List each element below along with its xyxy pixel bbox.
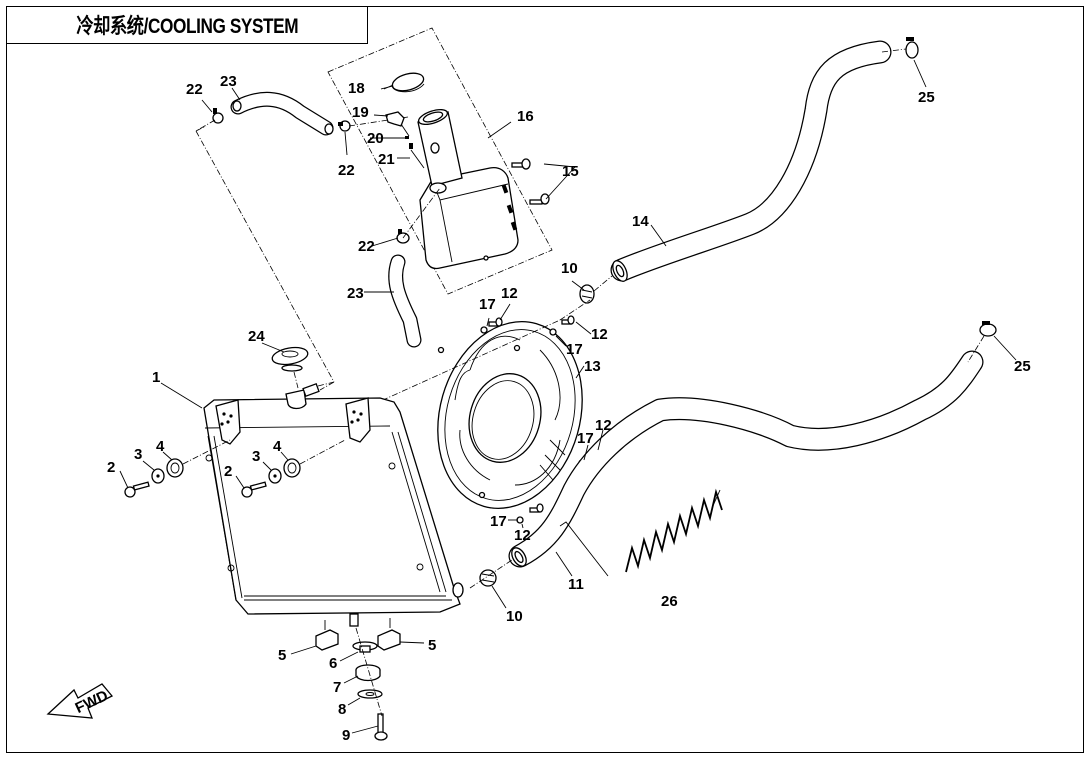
callout-23b: 23: [347, 285, 364, 302]
washer-3a: [151, 468, 165, 484]
callout-15: 15: [562, 163, 579, 180]
cooling-fan-13: [437, 321, 583, 509]
hose-clamp-10b: [479, 569, 497, 587]
overflow-hose-bottom: [388, 254, 422, 348]
callout-labels: 1 2 3 4 2 3 4 24 5 5 6 7 8 9 10 11 26 13…: [107, 73, 1031, 744]
tank-group-boundary: [327, 27, 553, 295]
callout-25a: 25: [918, 89, 935, 106]
rubber-mount-5b: [377, 629, 401, 651]
callout-24: 24: [248, 328, 265, 345]
callout-22a: 22: [186, 81, 203, 98]
nut-17b: [549, 328, 557, 336]
callout-26: 26: [661, 593, 678, 610]
callout-12b: 12: [591, 326, 608, 343]
callout-22c: 22: [358, 238, 375, 255]
spring-26: [625, 488, 723, 573]
overflow-hose-top: [230, 91, 334, 136]
callout-10a: 10: [561, 260, 578, 277]
hose-clamp-25a: [905, 37, 919, 59]
callout-9: 9: [342, 727, 350, 744]
callout-7: 7: [333, 679, 341, 696]
callout-3a: 3: [134, 446, 142, 463]
rubber-mount-5a: [315, 629, 339, 651]
callout-5b: 5: [428, 637, 436, 654]
callout-18: 18: [348, 80, 365, 97]
washer-8: [357, 689, 383, 699]
hose-group-boundary: [195, 130, 335, 383]
bolt-15a: [511, 158, 531, 170]
callout-3b: 3: [252, 448, 260, 465]
callout-16: 16: [517, 108, 534, 125]
callout-5a: 5: [278, 647, 286, 664]
hose-clamp-25b: [979, 321, 997, 337]
callout-25b: 25: [1014, 358, 1031, 375]
callout-4a: 4: [156, 438, 165, 455]
radiator-1: [203, 383, 464, 627]
bolt-15b: [529, 193, 550, 205]
callout-17b: 17: [566, 341, 583, 358]
callout-6: 6: [329, 655, 337, 672]
hose-clip-22b: [338, 120, 351, 132]
forward-arrow-icon: FWD: [46, 683, 114, 719]
leader-lines: [119, 59, 1017, 734]
callout-10b: 10: [506, 608, 523, 625]
callout-17c: 17: [577, 430, 594, 447]
radiator-cap-24: [271, 346, 309, 372]
callout-17d: 17: [490, 513, 507, 530]
callout-2b: 2: [224, 463, 232, 480]
nut-17a: [480, 326, 488, 334]
callout-8: 8: [338, 701, 346, 718]
callout-12a: 12: [501, 285, 518, 302]
title-box: 冷却系统/COOLING SYSTEM: [6, 6, 368, 44]
callout-12c: 12: [595, 417, 612, 434]
upper-water-hose-14: [610, 40, 892, 282]
callout-19: 19: [352, 104, 369, 121]
callout-4b: 4: [273, 438, 282, 455]
callout-21: 21: [378, 151, 395, 168]
grommet-4a: [166, 458, 184, 478]
washer-3b: [268, 468, 282, 484]
bolt-12b: [561, 315, 575, 325]
hose-clip-22c: [396, 229, 410, 244]
bushing-6: [352, 641, 378, 653]
hose-clip-22a: [212, 108, 224, 124]
callout-2a: 2: [107, 459, 115, 476]
callout-14: 14: [632, 213, 649, 230]
grommet-4b: [283, 458, 301, 478]
bolt-2b: [241, 481, 267, 498]
callout-22b: 22: [338, 162, 355, 179]
expansion-tank: [417, 108, 519, 270]
bolt-2a: [124, 481, 150, 498]
callout-23a: 23: [220, 73, 237, 90]
diagram-title: 冷却系统/COOLING SYSTEM: [76, 15, 298, 38]
lower-water-hose-11: [508, 350, 984, 568]
hose-clamp-10a: [579, 284, 595, 304]
callout-12d: 12: [514, 527, 531, 544]
tank-cap-18: [383, 72, 425, 93]
diagram-frame: [6, 6, 1084, 753]
callout-20: 20: [367, 130, 384, 147]
elbow-fitting-19: [385, 111, 425, 169]
callout-13: 13: [584, 358, 601, 375]
callout-1: 1: [152, 369, 160, 386]
cushion-7: [355, 664, 381, 682]
bolt-12d: [529, 503, 544, 513]
bolt-9: [374, 713, 388, 741]
callout-17a: 17: [479, 296, 496, 313]
callout-11: 11: [568, 576, 584, 593]
